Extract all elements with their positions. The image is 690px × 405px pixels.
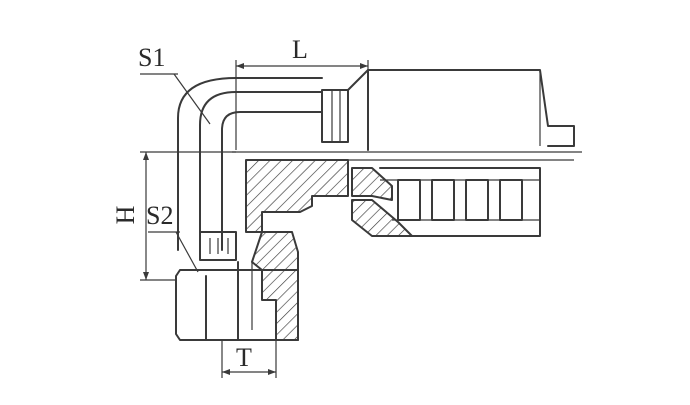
dimension-l: L bbox=[235, 35, 369, 150]
swivel-nut bbox=[175, 231, 299, 341]
ferrule-upper bbox=[347, 69, 575, 151]
dimension-t: T bbox=[221, 340, 277, 378]
section-body bbox=[245, 159, 413, 237]
label-l: L bbox=[292, 35, 308, 64]
leader-s1: S1 bbox=[138, 43, 211, 125]
label-s2: S2 bbox=[146, 201, 173, 230]
body-collar bbox=[321, 89, 349, 143]
leader-s2: S2 bbox=[146, 201, 199, 273]
dimension-h: H bbox=[111, 151, 236, 281]
barb-ribs bbox=[379, 167, 541, 237]
label-h: H bbox=[111, 205, 140, 224]
label-s1: S1 bbox=[138, 43, 165, 72]
label-t: T bbox=[236, 343, 252, 372]
